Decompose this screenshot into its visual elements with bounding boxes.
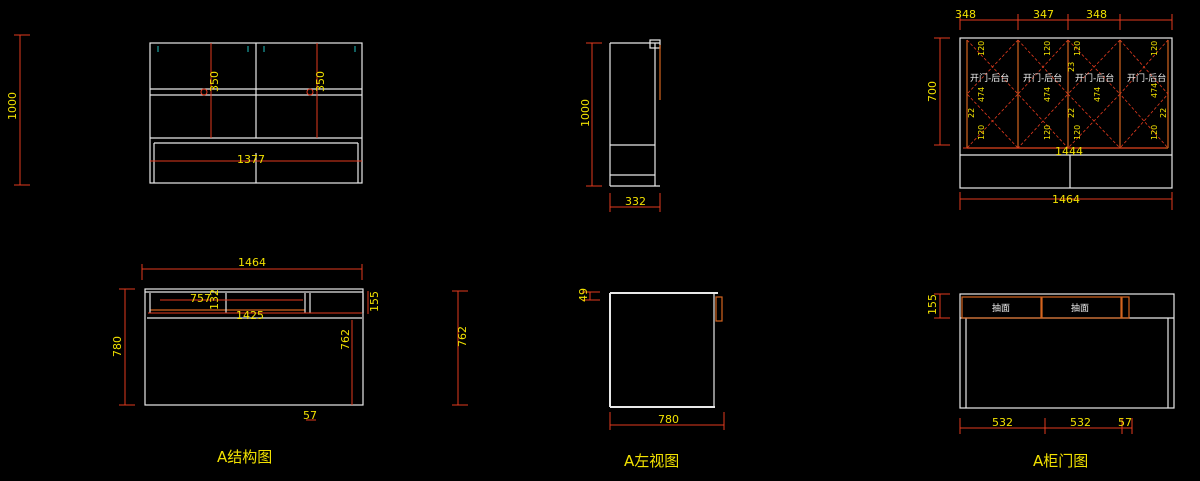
desk-door-view: 抽面 抽面 155 532 532 57 A柜门图 — [926, 293, 1175, 470]
svg-text:474: 474 — [1043, 87, 1052, 102]
svg-text:120: 120 — [1150, 41, 1159, 56]
desk-left-view: 49 780 A左视图 — [577, 288, 725, 470]
svg-text:120: 120 — [1043, 125, 1052, 140]
bottom-gap-dim: 120 — [977, 125, 986, 140]
width-label-2: 532 — [1070, 416, 1091, 429]
svg-text:474: 474 — [1150, 83, 1159, 98]
desk-structure: 1464 757 132 1425 155 780 762 57 762 A结构… — [111, 256, 469, 466]
svg-text:120: 120 — [1073, 41, 1082, 56]
svg-text:120: 120 — [1073, 125, 1082, 140]
height-label: 780 — [111, 336, 124, 357]
depth-label: 780 — [658, 413, 679, 426]
door-width-3: 348 — [1086, 8, 1107, 21]
shelf-dim-2: 350 — [314, 71, 327, 92]
upper-cabinet-door-view: 348 347 348 700 开门-后台 开门-后台 开门-后台 开门-后台 — [926, 8, 1173, 210]
upper-cabinet-left-view: 1000 332 — [579, 39, 661, 212]
right-height-label: 762 — [456, 326, 469, 347]
inner-width-label: 1444 — [1055, 145, 1083, 158]
width-label-1: 532 — [992, 416, 1013, 429]
door-width-1: 348 — [955, 8, 976, 21]
top-thickness-label: 49 — [577, 288, 590, 302]
inner-height-label: 762 — [339, 329, 352, 350]
inner-width-label: 1425 — [236, 309, 264, 322]
drawer-front — [715, 296, 723, 322]
svg-text:474: 474 — [1093, 87, 1102, 102]
left-view-title: A左视图 — [624, 452, 679, 470]
overall-width-label: 1464 — [1052, 193, 1080, 206]
drawer-front-1 — [961, 296, 1042, 319]
drawer-height-label: 155 — [926, 294, 939, 315]
middle-dim: 474 — [977, 87, 986, 102]
door-label-4: 开门-后台 — [1127, 72, 1166, 84]
overall-width-label: 1464 — [238, 256, 266, 269]
depth-label: 332 — [625, 195, 646, 208]
drawer-height-label: 132 — [208, 289, 221, 310]
drawer-label-2: 抽面 — [1071, 302, 1089, 314]
svg-text:120: 120 — [1150, 125, 1159, 140]
leg-label: 57 — [303, 409, 317, 422]
door-label-3: 开门-后台 — [1075, 72, 1114, 84]
svg-text:22: 22 — [1067, 108, 1076, 118]
drawer-label-1: 抽面 — [992, 302, 1010, 314]
desk-outline — [144, 288, 364, 406]
drawer-width-label: 757 — [190, 292, 211, 305]
upper-cabinet-structure: 1000 350 350 1377 — [6, 34, 363, 186]
height-label: 700 — [926, 81, 939, 102]
svg-text:22: 22 — [1159, 108, 1168, 118]
shelf-dim-1: 350 — [208, 71, 221, 92]
hinge-mark — [200, 88, 208, 96]
svg-text:120: 120 — [1043, 41, 1052, 56]
side-height-label: 155 — [368, 291, 381, 312]
door-diagonals — [966, 39, 1169, 149]
width-label-3: 57 — [1118, 416, 1132, 429]
door-label-2: 开门-后台 — [1023, 72, 1062, 84]
cabinet-outline — [959, 37, 1173, 189]
width-label: 1377 — [237, 153, 265, 166]
door-width-2: 347 — [1033, 8, 1054, 21]
height-label: 1000 — [6, 92, 19, 120]
top-gap-dim: 120 — [977, 41, 986, 56]
door-title: A柜门图 — [1033, 452, 1088, 470]
small-dim-22: 22 — [967, 108, 976, 118]
structure-title: A结构图 — [217, 448, 272, 466]
door-label-1: 开门-后台 — [970, 72, 1009, 84]
desk-outline — [959, 293, 1175, 409]
height-label: 1000 — [579, 99, 592, 127]
drawer-front-2 — [1041, 296, 1122, 319]
small-dim-23: 23 — [1067, 62, 1076, 72]
